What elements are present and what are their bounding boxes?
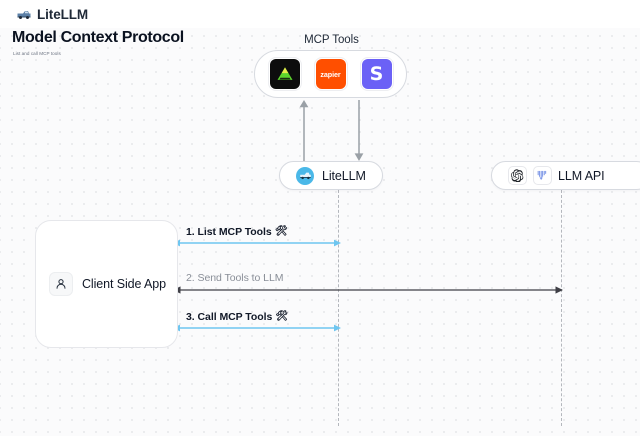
node-litellm-label: LiteLLM (322, 168, 366, 183)
node-llm-api-label: LLM API (558, 168, 605, 183)
client-side-app-card[interactable]: Client Side App (35, 220, 178, 348)
app-topbar: LiteLLM (0, 0, 640, 28)
brand[interactable]: LiteLLM (16, 7, 88, 22)
client-side-app-inner: Client Side App (49, 272, 166, 296)
node-llm-api[interactable]: LLM API (491, 161, 640, 190)
tool-icon-dark-triangle[interactable] (269, 59, 300, 89)
message-row-3: 3. Call MCP Tools 🛠 (172, 311, 342, 333)
gemini-icon (533, 166, 552, 185)
node-litellm[interactable]: LiteLLM (279, 161, 383, 190)
lifeline-litellm (338, 190, 339, 426)
openai-icon (508, 166, 527, 185)
tools-icon: 🛠 (275, 311, 288, 322)
tool-chip-frame-0[interactable] (267, 57, 302, 91)
page-header: Model Context Protocol List and call MCP… (12, 28, 184, 57)
zapier-wordmark: zapier (320, 69, 341, 79)
client-side-app-label: Client Side App (82, 277, 166, 291)
litellm-truck-logo-icon (16, 8, 32, 21)
message-label-2: 2. Send Tools to LLM (186, 272, 284, 284)
tools-icon: 🛠 (274, 226, 288, 237)
message-row-2: 2. Send Tools to LLM (172, 272, 564, 296)
page-title: Model Context Protocol (12, 29, 184, 46)
message-row-1: 1. List MCP Tools 🛠 (172, 226, 342, 248)
litellm-avatar-icon (296, 166, 314, 185)
person-icon (49, 272, 73, 296)
page-subtitle: List and call MCP tools (13, 51, 61, 56)
arrow-tools-to-litellm-up (299, 100, 309, 161)
message-label-1-text: 1. List MCP Tools (186, 226, 272, 238)
lifeline-llm-api (561, 190, 562, 426)
mcp-tools-title: MCP Tools (304, 34, 359, 46)
message-label-2-text: 2. Send Tools to LLM (186, 272, 284, 284)
tool-icon-slack-s[interactable]: S (361, 59, 392, 89)
brand-label: LiteLLM (37, 6, 89, 22)
arrow-litellm-to-tools-down (354, 100, 364, 161)
message-label-3-text: 3. Call MCP Tools (186, 311, 273, 323)
mcp-tools-group[interactable]: zapier S (254, 50, 407, 98)
tool-chip-frame-1[interactable]: zapier (313, 57, 348, 91)
tool-chip-frame-2[interactable]: S (359, 57, 394, 91)
tool-icon-zapier[interactable]: zapier (315, 59, 346, 89)
slack-s-letter: S (369, 62, 384, 85)
message-label-1: 1. List MCP Tools 🛠 (186, 226, 287, 238)
message-label-3: 3. Call MCP Tools 🛠 (186, 311, 288, 323)
